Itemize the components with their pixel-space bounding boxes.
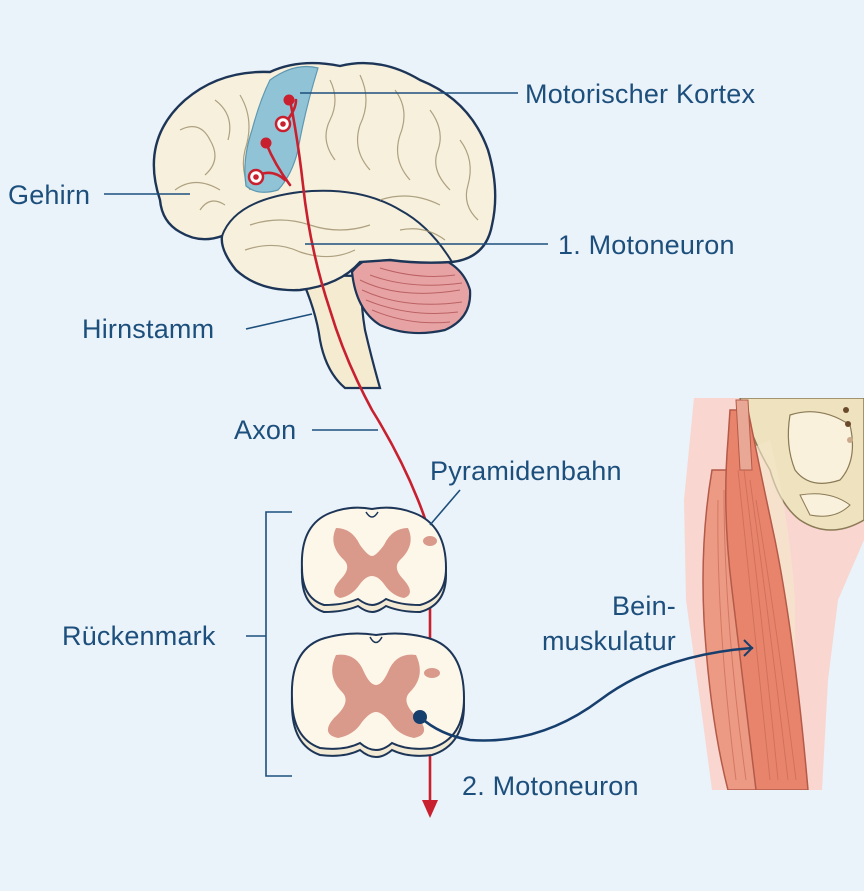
cerebrum [152, 61, 497, 292]
label-brain: Gehirn [8, 180, 91, 210]
leg-illustration [684, 398, 864, 790]
label-motor-cortex: Motorischer Kortex [525, 79, 756, 109]
label-spinal-cord: Rückenmark [62, 621, 216, 651]
spinal-segment-lower [290, 632, 466, 759]
brain-illustration [152, 61, 497, 390]
label-leg-muscles-line2: muskulatur [541, 626, 676, 656]
label-first-motoneuron: 1. Motoneuron [558, 230, 735, 260]
leader-lines [104, 92, 548, 777]
lower-motoneuron [413, 639, 754, 742]
cortex-neurons [247, 94, 295, 186]
label-second-motoneuron: 2. Motoneuron [462, 771, 639, 801]
label-brainstem: Hirnstamm [82, 314, 215, 344]
label-leg-muscles-line1: Bein- [611, 591, 676, 621]
label-axon: Axon [234, 415, 297, 445]
thigh-muscle-main [725, 409, 809, 790]
label-pyramidal-tract: Pyramidenbahn [430, 456, 622, 486]
signal-arrow [422, 800, 438, 818]
spinal-segment-upper [300, 506, 448, 614]
